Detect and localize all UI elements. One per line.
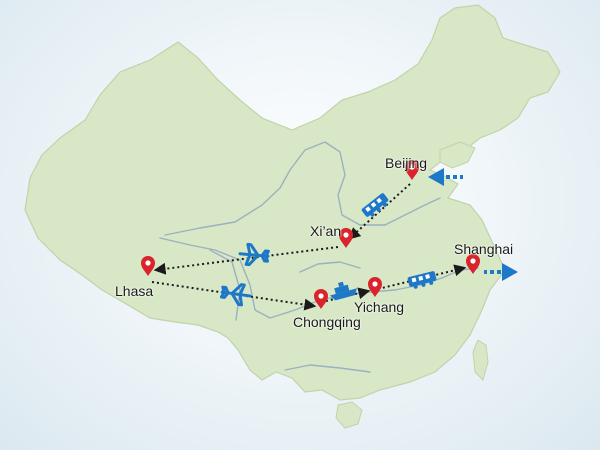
pin-beijing-icon[interactable]	[405, 160, 419, 180]
yellow-river	[164, 141, 441, 236]
cruise-ship-icon	[329, 281, 358, 301]
pin-lhasa-icon[interactable]	[141, 256, 155, 276]
plane-icon	[238, 242, 270, 267]
pearl-river	[284, 364, 371, 373]
taiwan-island	[472, 339, 489, 381]
city-label-beijing: Beijing	[385, 155, 428, 171]
train-icon	[407, 271, 437, 289]
plane-icon	[219, 283, 252, 307]
city-label-yichang: Yichang	[354, 299, 405, 315]
pin-chongqing-icon[interactable]	[314, 289, 328, 309]
city-pins	[141, 160, 480, 309]
arrival-arrow-icon	[428, 168, 463, 186]
tributary-north	[299, 261, 361, 273]
shandong-peninsula	[439, 141, 476, 169]
city-label-chongqing: Chongqing	[293, 314, 361, 330]
train-icon	[361, 193, 389, 217]
city-label-lhasa: Lhasa	[115, 283, 154, 299]
departure-arrow-icon	[484, 263, 518, 281]
hainan-island	[335, 401, 363, 429]
city-label-shanghai: Shanghai	[454, 241, 514, 257]
china-landmass	[24, 4, 561, 401]
pin-shanghai-icon[interactable]	[466, 254, 480, 274]
city-label-xian: Xi’an	[310, 223, 342, 239]
pin-yichang-icon[interactable]	[368, 277, 382, 297]
pin-xian-icon[interactable]	[339, 228, 353, 248]
